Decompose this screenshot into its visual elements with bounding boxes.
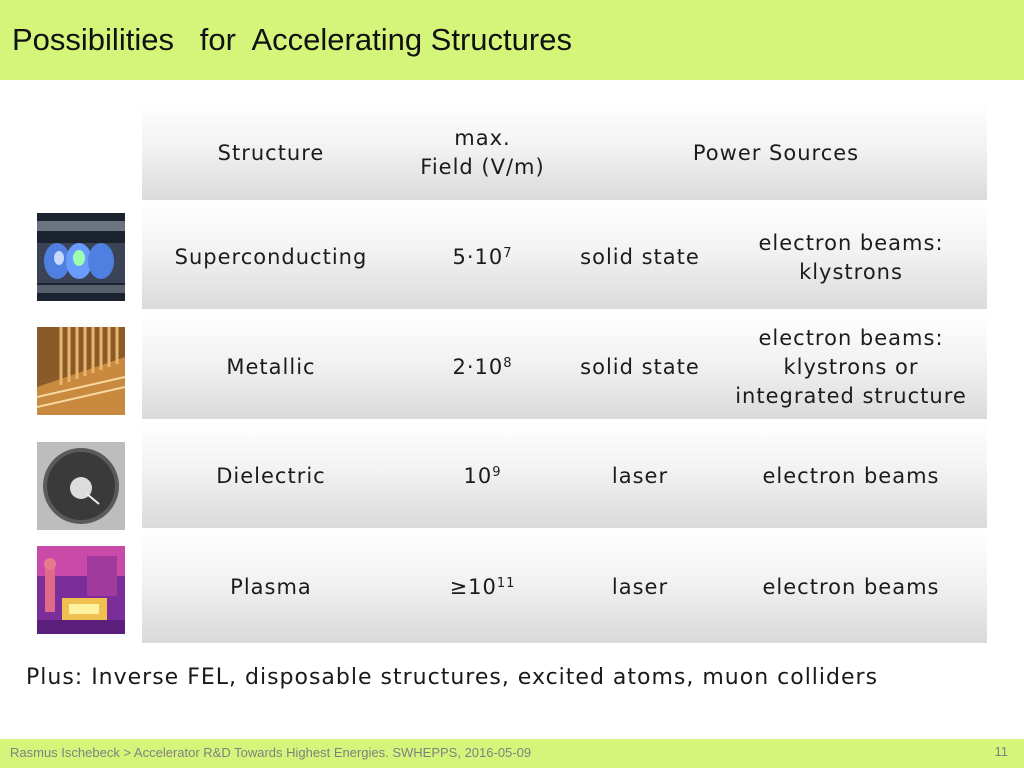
table-row: Superconducting 5·107 solid state electr… <box>142 203 987 312</box>
superconducting-cavity-photo-icon <box>37 213 125 301</box>
header-power-sources: Power Sources <box>692 140 860 165</box>
max-field-value: ≥1011 <box>449 574 516 599</box>
power-source-a: solid state <box>580 354 700 379</box>
header-max-field: max.Field (V/m) <box>420 126 545 179</box>
dielectric-structure-photo-icon <box>37 442 125 530</box>
max-field-value: 109 <box>463 464 502 488</box>
structure-name: Superconducting <box>174 245 368 269</box>
table-row: Metallic 2·108 solid state electron beam… <box>142 312 987 422</box>
table-row: Plasma ≥1011 laser electron beams <box>142 531 987 643</box>
structure-name: Dielectric <box>216 464 326 488</box>
power-source-b: electron beams <box>762 464 940 488</box>
power-source-b: electron beams:klystrons <box>758 230 944 284</box>
table-header-row: Structure max.Field (V/m) Power Sources <box>142 103 987 203</box>
structure-name: Metallic <box>226 354 316 379</box>
max-field-value: 5·107 <box>452 245 513 269</box>
max-field-value: 2·108 <box>452 354 513 379</box>
plasma-thermal-photo-icon <box>37 546 125 634</box>
power-source-a: laser <box>611 574 669 599</box>
metallic-structure-photo-icon <box>37 327 125 415</box>
structure-name: Plasma <box>230 574 312 599</box>
power-source-a: laser <box>611 464 669 488</box>
slide-title: Possibilities for Accelerating Structure… <box>12 22 572 57</box>
table-row: Dielectric 109 laser electron beams <box>142 422 987 531</box>
title-bar: Possibilities for Accelerating Structure… <box>0 0 1024 80</box>
page-number: 11 <box>994 744 1009 759</box>
accelerating-structures-table: Structure max.Field (V/m) Power Sources … <box>142 103 987 643</box>
footer-text: Rasmus Ischebeck > Accelerator R&D Towar… <box>10 745 532 760</box>
footer-bar: Rasmus Ischebeck > Accelerator R&D Towar… <box>0 739 1024 768</box>
header-structure: Structure <box>217 140 325 165</box>
plus-note: Plus: Inverse FEL, disposable structures… <box>26 665 879 690</box>
power-source-b: electron beams <box>762 574 940 599</box>
power-source-a: solid state <box>580 245 700 269</box>
